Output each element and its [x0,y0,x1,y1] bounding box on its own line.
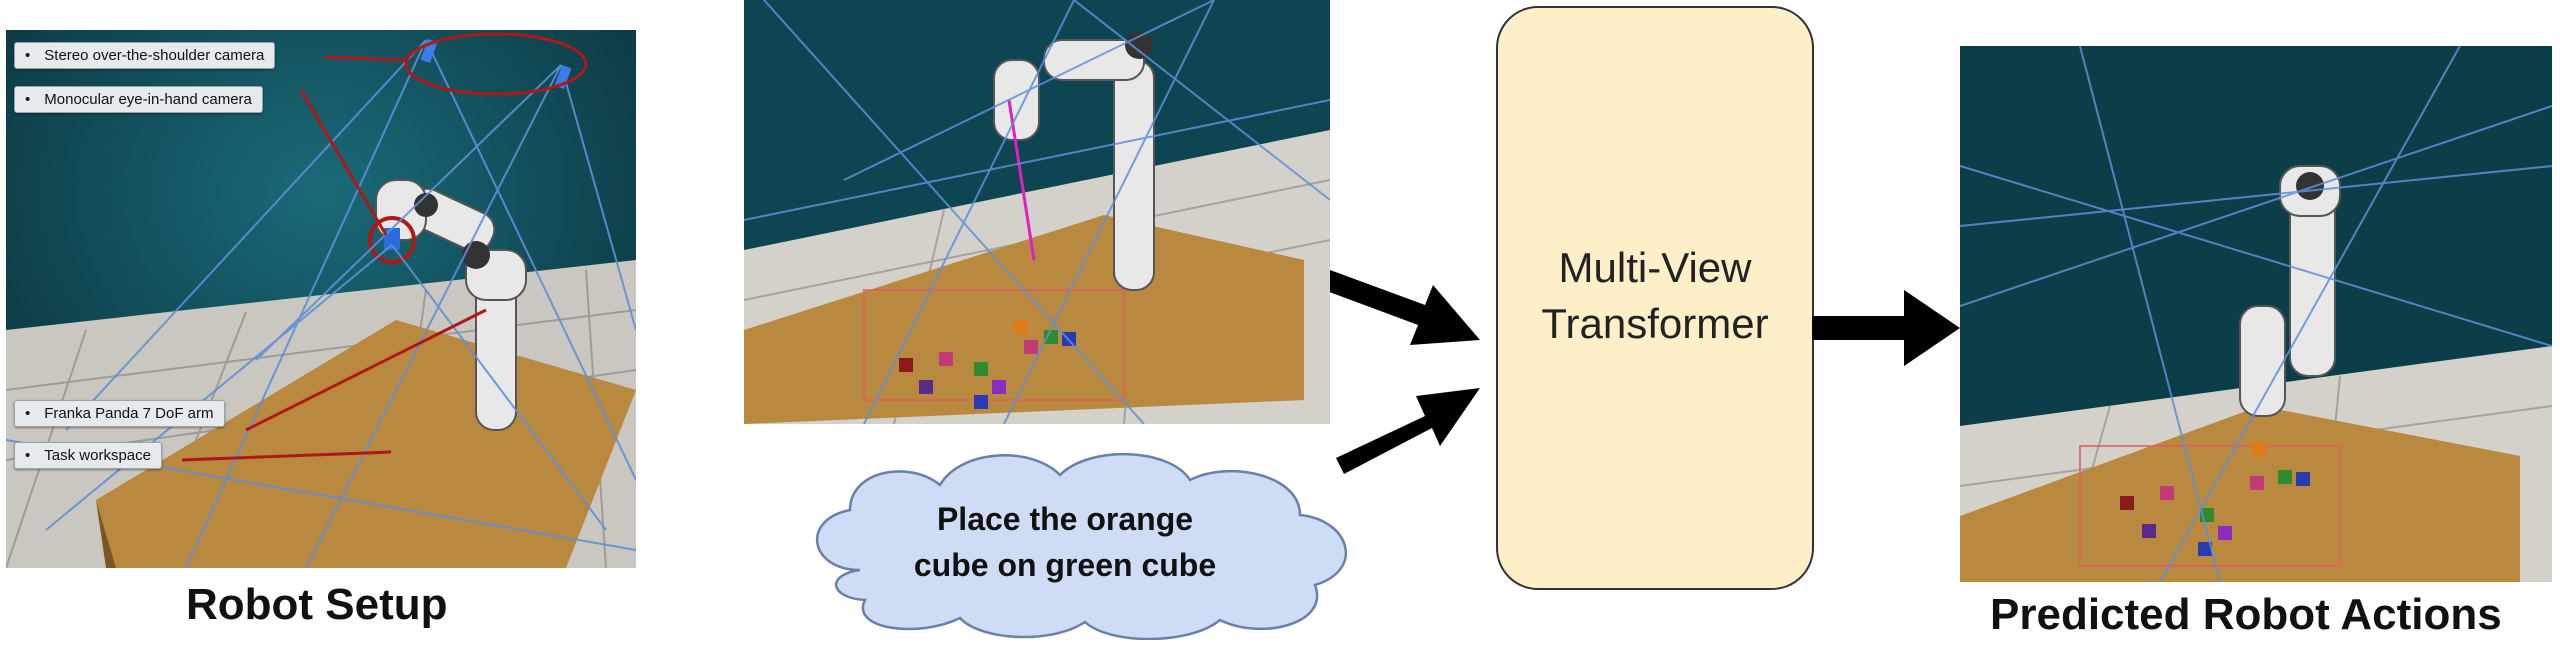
bullet: • [25,91,31,108]
callout-stereo-camera: • Stereo over-the-shoulder camera [14,42,276,69]
callout-eye-in-hand-camera: • Monocular eye-in-hand camera [14,86,263,113]
model-line-2: Transformer [1541,300,1769,347]
multi-view-transformer-label: Multi-View Transformer [1496,240,1814,352]
robot-setup-image: • Stereo over-the-shoulder camera • Monocu… [6,30,636,568]
instruction-cloud [815,452,1347,640]
arrow-image-to-model [1330,270,1480,345]
model-line-1: Multi-View [1558,244,1752,291]
callout-label: Monocular eye-in-hand camera [44,91,252,108]
instruction-line-1: Place the orange [936,501,1194,537]
multi-view-transformer-box [1496,6,1814,590]
predicted-actions-caption: Predicted Robot Actions [1990,590,2502,639]
instruction-line-2: cube on green cube [913,547,1217,583]
callout-label: Task workspace [44,447,151,464]
predicted-actions-image [1960,46,2552,582]
scene-render-image [744,0,1330,424]
callout-label: Franka Panda 7 DoF arm [44,405,214,422]
callout-task-workspace: • Task workspace [14,442,162,469]
callout-franka-arm: • Franka Panda 7 DoF arm [14,400,225,427]
arrow-text-to-model [1336,388,1480,474]
robot-setup-caption: Robot Setup [186,580,448,629]
callout-label: Stereo over-the-shoulder camera [44,47,265,64]
bullet: • [25,447,31,464]
bullet: • [25,47,31,64]
bullet: • [25,405,31,422]
instruction-text: Place the orange cube on green cube [850,496,1280,588]
arrow-model-to-actions [1812,290,1960,366]
